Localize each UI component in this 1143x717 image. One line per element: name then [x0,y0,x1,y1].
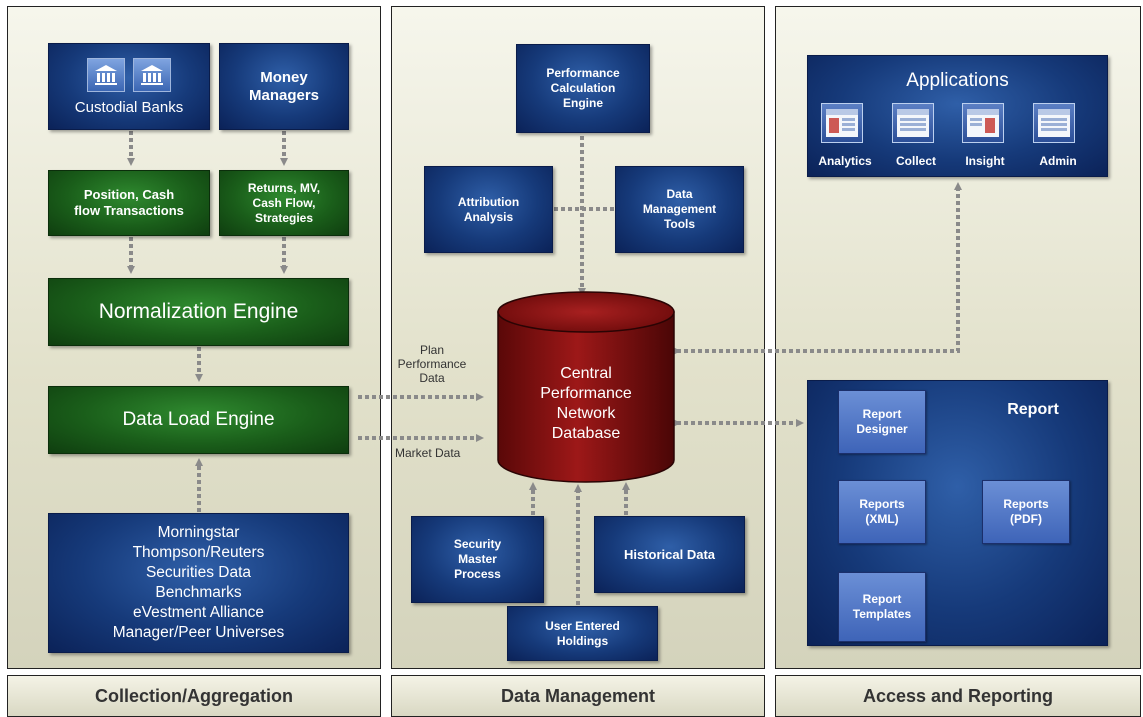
custodial-banks-box: Custodial Banks [48,43,210,130]
normalization-engine-box: Normalization Engine [48,278,349,346]
historical-data-box: Historical Data [594,516,745,593]
collection-footer-label: Collection/Aggregation [95,685,293,706]
source-evestment: eVestment Alliance [133,604,264,621]
insight-thumbnail [962,103,1004,143]
custodial-banks-label: Custodial Banks [74,98,184,116]
source-morningstar: Morningstar [157,524,240,541]
security-master-label: Security Master Process [453,537,502,581]
source-thompson-reuters: Thompson/Reuters [132,544,265,561]
bank-icons [87,57,171,92]
perf-calc-engine-box: Performance Calculation Engine [516,44,650,133]
user-entered-holdings-label: User Entered Holdings [545,618,620,648]
data-mgmt-tools-label: Data Management Tools [642,187,717,231]
data-mgmt-tools-box: Data Management Tools [615,166,744,253]
bank-icon [133,57,171,92]
normalization-engine-label: Normalization Engine [98,300,299,323]
report-templates-box: Report Templates [838,572,926,642]
management-footer-label: Data Management [500,685,656,706]
reports-xml-box: Reports (XML) [838,480,926,544]
report-designer-box: Report Designer [838,390,926,454]
position-cash-label: Position, Cash flow Transactions [74,187,184,218]
user-entered-holdings-box: User Entered Holdings [507,606,658,661]
database-label: Central Performance Network Database [540,365,632,442]
bank-icon [87,57,125,92]
collection-footer: Collection/Aggregation [7,675,381,717]
db-applications-link [673,182,962,355]
money-managers-box: Money Managers [219,43,349,130]
historical-data-label: Historical Data [623,547,716,562]
data-sources-box: Morningstar Thompson/Reuters Securities … [48,513,349,653]
bank-glyph-icon [95,64,117,85]
market-data-label: Market Data [395,446,461,460]
applications-box: Applications Analytics Collect Insight A… [807,55,1108,177]
app-label-insight: Insight [965,154,1005,168]
app-label-admin: Admin [1039,154,1077,168]
app-label-collect: Collect [895,154,936,168]
analytics-thumbnail [821,103,863,143]
returns-box: Returns, MV, Cash Flow, Strategies [219,170,349,236]
collect-thumbnail [892,103,934,143]
attribution-analysis-box: Attribution Analysis [424,166,553,253]
reports-xml-label: Reports (XML) [859,497,905,526]
app-label-analytics: Analytics [818,154,872,168]
perf-calc-engine-label: Performance Calculation Engine [546,66,620,110]
bank-glyph-icon [141,64,163,85]
report-title: Report [1007,401,1059,418]
data-load-engine-box: Data Load Engine [48,386,349,454]
attribution-analysis-label: Attribution Analysis [457,194,520,224]
access-footer-label: Access and Reporting [862,685,1054,706]
reports-pdf-box: Reports (PDF) [982,480,1070,544]
reports-pdf-label: Reports (PDF) [1003,497,1049,526]
source-securities-data: Securities Data [145,564,252,581]
data-load-engine-label: Data Load Engine [122,409,275,430]
security-master-box: Security Master Process [411,516,544,603]
money-managers-label: Money Managers [248,68,320,104]
position-cash-box: Position, Cash flow Transactions [48,170,210,236]
database-cylinder [497,291,675,483]
plan-performance-label: Plan Performance Data [397,343,467,385]
returns-label: Returns, MV, Cash Flow, Strategies [247,180,321,225]
applications-title: Applications [906,70,1009,91]
source-benchmarks: Benchmarks [155,584,242,601]
report-templates-label: Report Templates [852,592,912,621]
database-label-box: Central Performance Network Database [510,356,662,452]
report-designer-label: Report Designer [856,407,908,436]
source-manager-peer: Manager/Peer Universes [112,624,285,641]
admin-thumbnail [1033,103,1075,143]
